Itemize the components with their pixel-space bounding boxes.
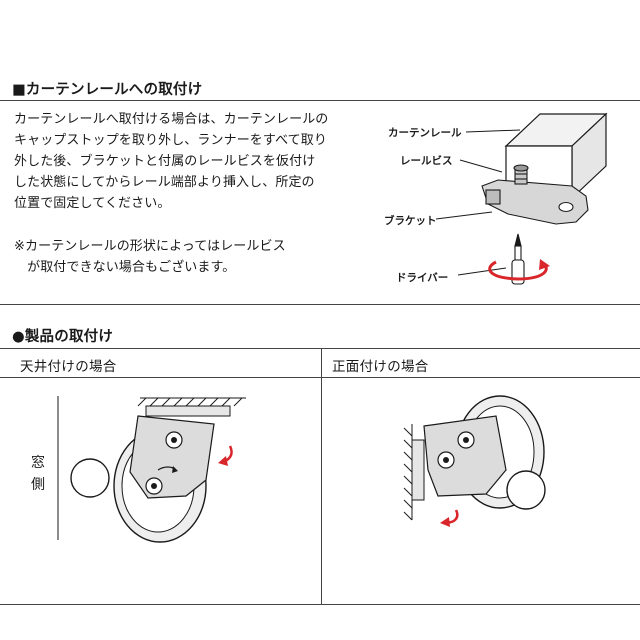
note-paragraph: ※カーテンレールの形状によってはレールビス が取付できない場合もございます。	[14, 236, 286, 278]
front-mount-heading: 正面付けの場合	[332, 359, 429, 375]
section-title-product-mount: ●製品の取付け	[12, 329, 114, 345]
instruction-line: キャップストップを取り外し、ランナーをすべて取り	[14, 133, 327, 148]
section-rule-header-top	[0, 348, 640, 349]
ceiling-mount-heading: 天井付けの場合	[20, 359, 117, 375]
instruction-paragraph: カーテンレールへ取付ける場合は、カーテンレールの キャップストップを取り外し、ラ…	[14, 109, 328, 214]
column-divider	[321, 348, 322, 604]
callout-rail-screw: レールビス	[400, 155, 453, 167]
section-rule-bottom	[0, 604, 640, 605]
rail-bracket-illustration	[435, 112, 608, 285]
callout-bracket: ブラケット	[384, 215, 437, 227]
section-rule-top	[0, 100, 640, 101]
instruction-line: 外した後、ブラケットと付属のレールビスを仮付け	[14, 154, 316, 169]
instruction-line: カーテンレールへ取付ける場合は、カーテンレールの	[14, 112, 329, 127]
note-line: ※カーテンレールの形状によってはレールビス	[14, 239, 286, 254]
note-line: が取付できない場合もございます。	[14, 260, 236, 275]
section-title-rail-mount: ■カーテンレールへの取付け	[12, 82, 203, 98]
window-side-char: 側	[31, 477, 45, 493]
instruction-line: した状態にしてからレール端部より挿入し、所定の	[14, 175, 315, 190]
callout-curtain-rail: カーテンレール	[388, 127, 462, 139]
window-side-label: 窓 側	[30, 452, 46, 496]
section-rule-header-bottom	[0, 377, 640, 378]
window-side-char: 窓	[31, 455, 45, 471]
callout-screwdriver: ドライバー	[396, 272, 449, 284]
section-rule-middle	[0, 304, 640, 305]
instruction-line: 位置で固定してください。	[14, 196, 171, 211]
